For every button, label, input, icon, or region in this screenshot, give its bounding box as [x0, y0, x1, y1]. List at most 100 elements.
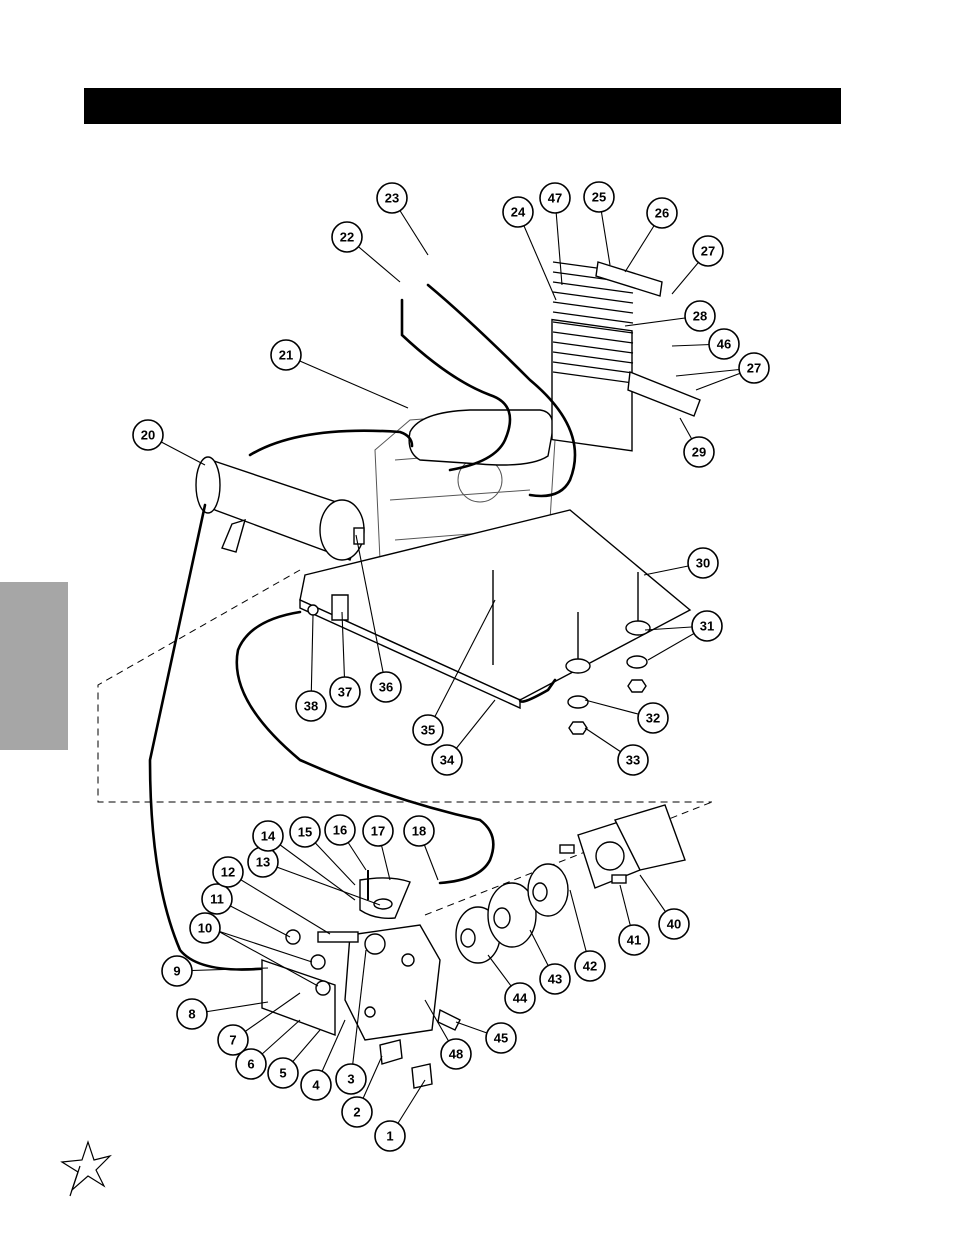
svg-text:20: 20: [141, 428, 155, 443]
svg-text:18: 18: [412, 824, 426, 839]
callout-37: 37: [329, 676, 361, 708]
svg-text:1: 1: [386, 1129, 393, 1144]
svg-text:37: 37: [338, 685, 352, 700]
svg-text:34: 34: [440, 753, 455, 768]
hydraulic-hose-9: [148, 503, 272, 971]
isolator-33: [626, 655, 648, 669]
callout-26: 26: [646, 197, 678, 229]
isolator-30: [625, 620, 651, 636]
callout-29: 29: [683, 436, 715, 468]
svg-text:12: 12: [221, 865, 235, 880]
fitting-10a: [310, 954, 326, 970]
svg-text:3: 3: [347, 1072, 354, 1087]
callout-40: 40: [658, 908, 690, 940]
svg-text:44: 44: [513, 991, 528, 1006]
air-cleaner: [408, 409, 554, 466]
callout-group: 1 2 3 4 5 6 7 8 9 10 11 12 13 14 15 16 1…: [132, 181, 770, 1152]
svg-text:46: 46: [717, 337, 731, 352]
svg-text:11: 11: [210, 892, 224, 907]
callout-17: 17: [362, 815, 394, 847]
elbow-2: [379, 1039, 403, 1065]
callout-18: 18: [403, 815, 435, 847]
svg-text:28: 28: [693, 309, 707, 324]
callout-12: 12: [212, 856, 244, 888]
callout-9: 9: [161, 955, 193, 987]
svg-text:31: 31: [700, 619, 714, 634]
callout-27-bottom: 27: [738, 352, 770, 384]
callout-25: 25: [583, 181, 615, 213]
svg-text:35: 35: [421, 723, 435, 738]
fuel-line-21: [248, 429, 414, 457]
svg-text:7: 7: [229, 1033, 236, 1048]
callout-24: 24: [502, 196, 534, 228]
callout-36: 36: [370, 671, 402, 703]
svg-text:29: 29: [692, 445, 706, 460]
washer-13: [373, 898, 393, 910]
fitting-11: [285, 929, 301, 945]
svg-text:8: 8: [188, 1007, 195, 1022]
stud-36: [353, 527, 365, 545]
callout-35: 35: [412, 714, 444, 746]
callout-46: 46: [708, 328, 740, 360]
cooler-mount-bracket-bottom: [627, 371, 701, 417]
svg-text:30: 30: [696, 556, 710, 571]
callout-13: 13: [247, 846, 279, 878]
adapter-flange-40: [577, 804, 686, 889]
gear-coupling-43: [487, 882, 537, 948]
hydraulic-pump: [344, 924, 441, 1041]
callout-21: 21: [270, 339, 302, 371]
svg-text:24: 24: [511, 205, 526, 220]
chapter-side-tab: [0, 582, 68, 750]
callout-28: 28: [684, 300, 716, 332]
fitting-10b: [315, 980, 331, 996]
svg-text:16: 16: [333, 823, 347, 838]
pump-arm-17: [359, 877, 411, 920]
bolt-38: [307, 604, 319, 616]
engine-mount-plate: [299, 509, 692, 701]
callout-41: 41: [618, 924, 650, 956]
callout-23: 23: [376, 182, 408, 214]
svg-text:48: 48: [449, 1047, 463, 1062]
svg-text:9: 9: [173, 964, 180, 979]
callout-3: 3: [335, 1063, 367, 1095]
svg-text:10: 10: [198, 921, 212, 936]
callout-6: 6: [235, 1048, 267, 1080]
callout-44: 44: [504, 982, 536, 1014]
svg-text:14: 14: [261, 829, 276, 844]
throttle-cable-22: [400, 298, 512, 472]
svg-text:5: 5: [279, 1066, 286, 1081]
callout-27-top: 27: [692, 235, 724, 267]
callout-7: 7: [217, 1024, 249, 1056]
svg-text:26: 26: [655, 206, 669, 221]
svg-text:25: 25: [592, 190, 606, 205]
callout-11: 11: [201, 883, 233, 915]
spring-12: [317, 931, 359, 943]
callout-31: 31: [691, 610, 723, 642]
callout-33: 33: [617, 744, 649, 776]
svg-text:33: 33: [626, 753, 640, 768]
callout-20: 20: [132, 419, 164, 451]
callout-8: 8: [176, 998, 208, 1030]
choke-cable-23: [426, 283, 577, 498]
callout-5: 5: [267, 1057, 299, 1089]
svg-text:47: 47: [548, 191, 562, 206]
isolator-32: [567, 695, 589, 709]
section-header-bar: [84, 88, 841, 124]
callout-2: 2: [341, 1096, 373, 1128]
callout-10: 10: [189, 912, 221, 944]
assembly-boundary-dashed: [97, 569, 712, 803]
clamp-37: [331, 594, 349, 621]
pump-mount-bracket: [261, 959, 336, 1037]
callout-16: 16: [324, 814, 356, 846]
callout-15: 15: [289, 816, 321, 848]
svg-text:38: 38: [304, 699, 318, 714]
callout-14: 14: [252, 820, 284, 852]
gear-coupling-42: [527, 863, 569, 917]
isolator-31: [565, 658, 591, 674]
bolt-41b: [611, 874, 627, 884]
mount-plate-front-rail: [299, 598, 521, 710]
callout-4: 4: [300, 1069, 332, 1101]
svg-text:43: 43: [548, 972, 562, 987]
callout-34: 34: [431, 744, 463, 776]
